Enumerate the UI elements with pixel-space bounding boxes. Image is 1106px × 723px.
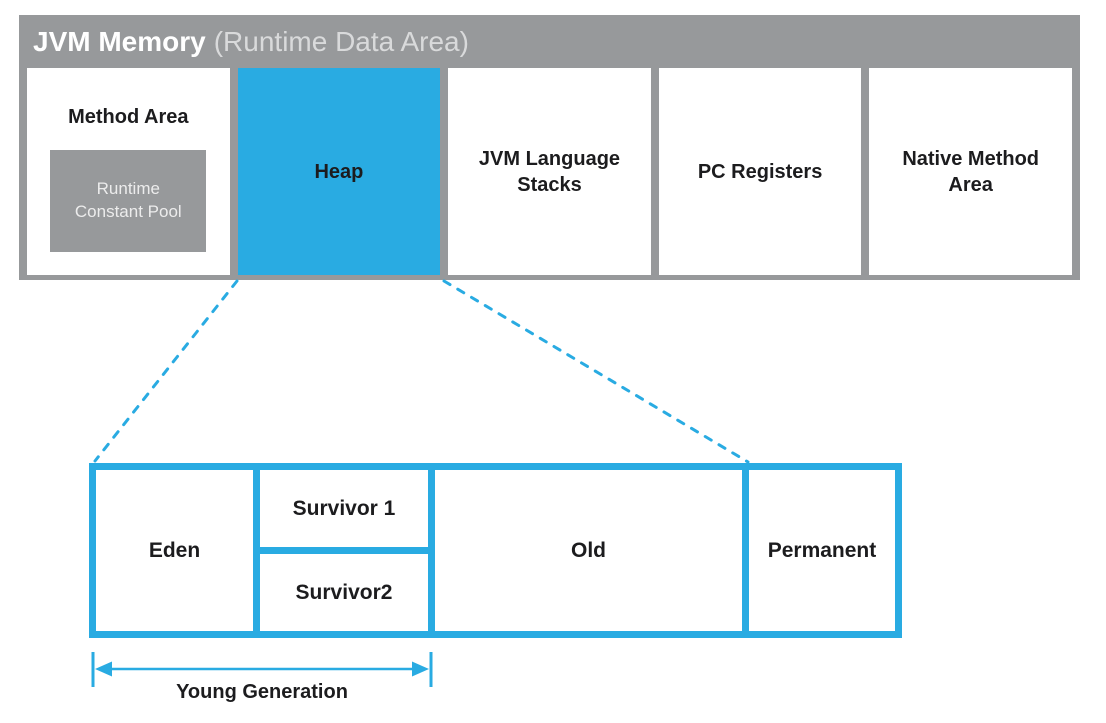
runtime-data-area-row: Method Area Runtime Constant Pool Heap J…: [19, 68, 1080, 275]
permanent-label: Permanent: [767, 538, 877, 562]
heap-label: Heap: [314, 160, 364, 183]
method-area-box: Method Area Runtime Constant Pool: [27, 68, 230, 275]
old-section: Old: [435, 470, 742, 631]
heap-box: Heap: [237, 68, 441, 275]
heap-detail-box: Eden Survivor 1 Survivor2 Old Permanent: [89, 463, 902, 638]
native-method-area-label: Native Method Area: [902, 147, 1040, 196]
permanent-section: Permanent: [749, 470, 895, 631]
survivor-column: Survivor 1 Survivor2: [260, 470, 428, 631]
pc-registers-label: PC Registers: [697, 160, 823, 183]
heap-zoom-dashed-line-right: [442, 279, 750, 464]
title-text: JVM Memory: [33, 25, 206, 57]
jvm-memory-container: JVM Memory (Runtime Data Area) Method Ar…: [19, 15, 1080, 280]
runtime-constant-pool-label-line2: Constant Pool: [74, 202, 182, 221]
survivor1-section: Survivor 1: [260, 470, 428, 547]
method-area-label: Method Area: [68, 106, 189, 128]
pc-registers-box: PC Registers: [658, 68, 862, 275]
survivor2-section: Survivor2: [260, 554, 428, 631]
eden-label: Eden: [148, 538, 201, 562]
runtime-constant-pool-label-line1: Runtime: [96, 179, 160, 199]
native-method-area-box: Native Method Area: [869, 68, 1072, 275]
diagram-title: JVM Memory (Runtime Data Area): [19, 15, 1080, 68]
jvm-language-stacks-label: JVM Language Stacks: [478, 147, 621, 196]
survivor1-label: Survivor 1: [292, 496, 396, 520]
eden-section: Eden: [96, 470, 253, 631]
young-generation-label: Young Generation: [176, 681, 348, 703]
jvm-language-stacks-box: JVM Language Stacks: [448, 68, 651, 275]
old-label: Old: [571, 538, 606, 562]
heap-zoom-dashed-line-left: [93, 279, 239, 463]
title-subtitle-text: (Runtime Data Area): [213, 25, 469, 57]
survivor2-label: Survivor2: [295, 580, 393, 604]
runtime-constant-pool-box: Runtime Constant Pool: [50, 150, 207, 252]
